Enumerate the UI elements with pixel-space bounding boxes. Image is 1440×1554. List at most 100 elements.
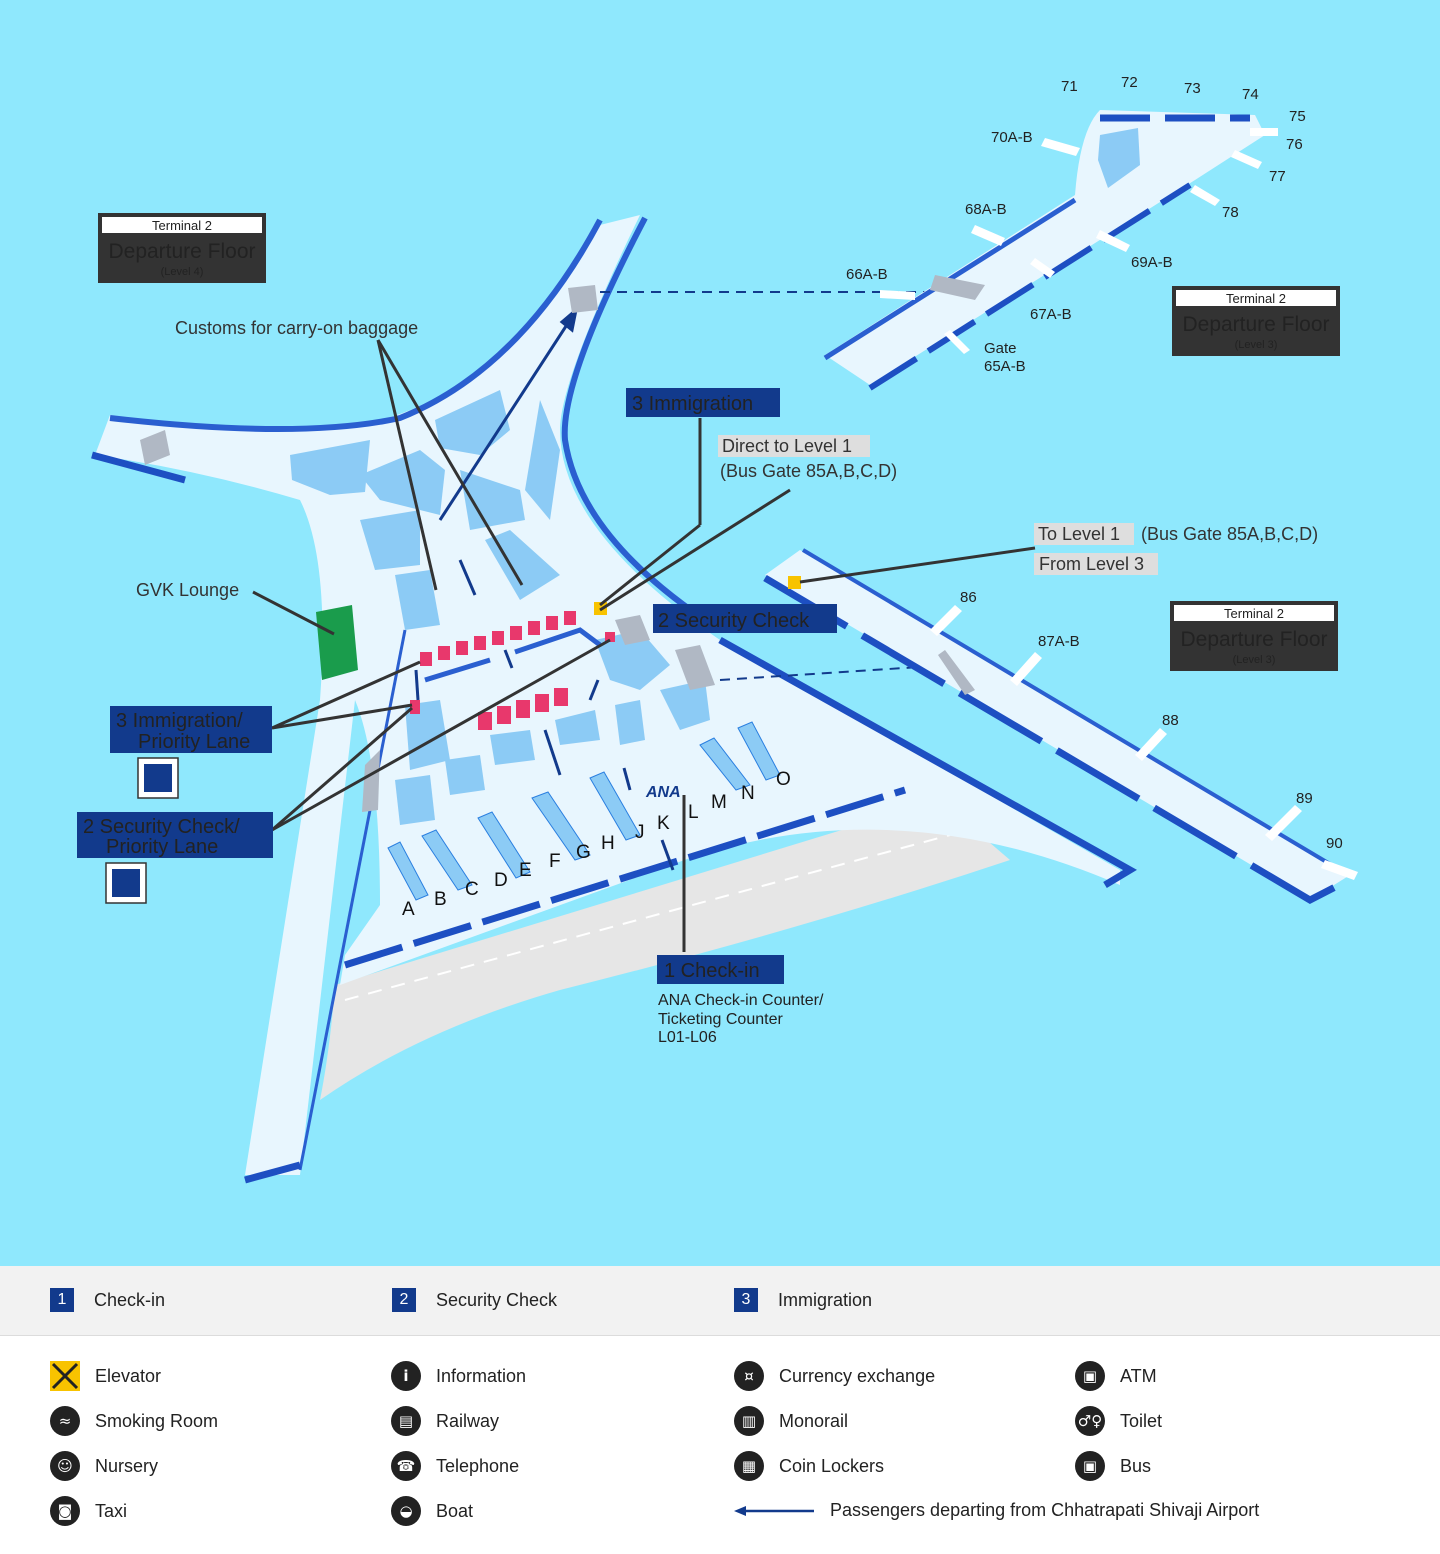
- legend-item-toilet: ♂♀ Toilet: [1075, 1406, 1162, 1436]
- gate-label: 70A-B: [991, 129, 1033, 146]
- counter-letter: F: [549, 851, 561, 872]
- imm-priority-box: [110, 706, 272, 753]
- security-wall-upper: [424, 657, 491, 683]
- checkin-islands: [387, 721, 781, 901]
- south-pier-end: [244, 1161, 301, 1184]
- legend-item-monorail: ▥ Monorail: [734, 1406, 848, 1436]
- legend-label: Nursery: [95, 1455, 159, 1476]
- step-label: Immigration: [778, 1289, 873, 1310]
- legend-icons: Elevator i Information ¤ Currency exchan…: [0, 1336, 1440, 1554]
- gate-label: 87A-B: [1038, 633, 1080, 650]
- east-pier-wall-north: [801, 548, 1342, 872]
- counter-letter: N: [741, 783, 755, 804]
- legend-step-security: 2 Security Check: [392, 1288, 557, 1312]
- customs-label: Customs for carry-on baggage: [175, 318, 418, 338]
- nursery-icon: ☺: [50, 1451, 80, 1481]
- legend-step-checkin: 1 Check-in: [50, 1288, 165, 1312]
- counter-letter: E: [519, 860, 532, 881]
- terminal-box-level3-north: Terminal 2 Departure Floor (Level 3): [1172, 286, 1340, 356]
- terminal-name: Terminal 2: [152, 218, 212, 233]
- ne-pier-floor: [825, 110, 1265, 385]
- direct-level1-box: [718, 435, 870, 457]
- gate-label: 74: [1242, 86, 1259, 103]
- counter-letter: C: [465, 879, 479, 900]
- counter-letter: B: [434, 889, 447, 910]
- imm-priority-line2: Priority Lane: [138, 731, 250, 753]
- legend-label: Railway: [436, 1410, 500, 1431]
- terminal-box-level4: Terminal 2 Departure Floor (Level 4): [98, 213, 266, 283]
- gate-label: 66A-B: [846, 266, 888, 283]
- business-class-badge-inner: [144, 764, 172, 792]
- road-lane-marking: [344, 834, 951, 1001]
- south-walkway-stairs: [362, 750, 380, 812]
- business-class-badge-inner: [112, 869, 140, 897]
- railway-icon: ▤: [391, 1406, 421, 1436]
- gate-label: 71: [1061, 78, 1078, 95]
- road: [320, 800, 1010, 1100]
- bus-gate-label-1: (Bus Gate 85A,B,C,D): [720, 461, 897, 481]
- west-pier-wall: [91, 451, 186, 484]
- gate-label: 76: [1286, 136, 1303, 153]
- coin-lockers-icon: ▦: [734, 1451, 764, 1481]
- step-label: Check-in: [94, 1289, 166, 1310]
- gate-label: 89: [1296, 790, 1313, 807]
- gate-label: Gate: [984, 340, 1017, 357]
- immigration-label: 3 Immigration: [632, 393, 753, 415]
- gate-label: 67A-B: [1030, 306, 1072, 323]
- ana-counter-line2: Ticketing Counter: [658, 1011, 783, 1028]
- legend-label: Taxi: [95, 1500, 128, 1521]
- security-check-label: 2 Security Check: [658, 610, 810, 632]
- counter-letter: O: [776, 769, 791, 790]
- floor-name: Departure Floor: [1182, 313, 1329, 336]
- terminal-map-svg: ANA A B C D E F G H J K L M N O 71 72 73…: [77, 74, 1358, 1184]
- security-lanes: [410, 611, 615, 730]
- floor-name: Departure Floor: [1180, 628, 1327, 651]
- legend-label: Coin Lockers: [779, 1455, 885, 1476]
- terminal-name: Terminal 2: [1224, 606, 1284, 621]
- ana-logo: ANA: [645, 784, 681, 801]
- from-level3-label: From Level 3: [1039, 554, 1144, 574]
- legend-item-telephone: ☎ Telephone: [391, 1451, 519, 1481]
- gate-label: 75: [1289, 108, 1306, 125]
- east-jet-bridges: [930, 605, 1358, 880]
- security-check-label-box: [653, 604, 837, 633]
- north-east-wall: [561, 216, 722, 633]
- counter-letters: A B C D E F G H J K L M N O: [402, 769, 791, 920]
- legend-item-atm: ▣ ATM: [1075, 1361, 1157, 1391]
- escalator-east: [675, 645, 715, 690]
- north-curve-wall: [109, 218, 603, 432]
- east-pier-wall: [718, 636, 1137, 889]
- east-pier-floor: [765, 550, 1350, 900]
- legend-label: Toilet: [1120, 1410, 1163, 1431]
- counter-letter: L: [688, 802, 699, 823]
- to-level1-box: [1034, 523, 1134, 545]
- legend-label: Currency exchange: [779, 1365, 936, 1386]
- legend-item-railway: ▤ Railway: [391, 1406, 499, 1436]
- west-walkway-stairs: [140, 430, 170, 465]
- security-wall-upper-2: [514, 627, 602, 655]
- counter-letter: M: [711, 792, 727, 813]
- information-icon: i: [391, 1361, 421, 1391]
- legend-label: Passengers departing from Chhatrapati Sh…: [830, 1500, 1260, 1520]
- to-level1-label: To Level 1: [1038, 524, 1120, 544]
- counter-letter: D: [494, 870, 508, 891]
- legend-item-nursery: ☺ Nursery: [50, 1451, 158, 1481]
- ana-counter-line3: L01-L06: [658, 1029, 717, 1046]
- route-arrow-icon: [734, 1505, 814, 1516]
- north-walkway-stairs: [568, 285, 598, 313]
- east-walkway-stairs: [938, 650, 975, 695]
- legend-item-taxi: ◙ Taxi: [50, 1496, 127, 1526]
- curbside-wall: [343, 786, 907, 969]
- from-level3-box: [1034, 553, 1158, 575]
- ana-counter-line1: ANA Check-in Counter/: [658, 992, 824, 1009]
- east-pier-wall-south: [763, 574, 1347, 904]
- legend-steps: 1 Check-in 2 Security Check 3 Immigratio…: [0, 1266, 1440, 1336]
- sec-priority-box: [77, 812, 273, 858]
- step-number-badge: 3: [734, 1288, 758, 1312]
- gate-label: 88: [1162, 712, 1179, 729]
- legend-item-elevator: Elevator: [50, 1361, 161, 1391]
- legend-label: ATM: [1120, 1365, 1157, 1386]
- gate-label: 68A-B: [965, 201, 1007, 218]
- legend-label: Monorail: [779, 1410, 849, 1431]
- floor-level: (Level 4): [161, 266, 204, 278]
